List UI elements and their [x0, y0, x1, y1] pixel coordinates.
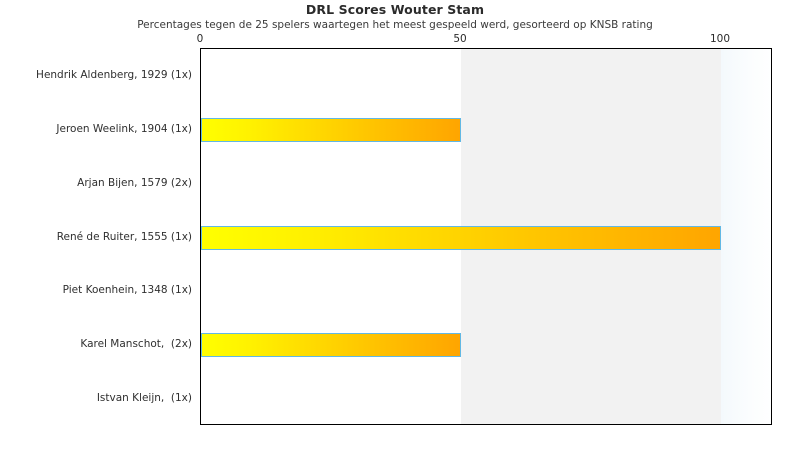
bar-row[interactable]: [201, 279, 771, 303]
background-band-above-100: [721, 49, 771, 424]
bar-row[interactable]: [201, 225, 771, 250]
bar-row[interactable]: [201, 64, 771, 88]
x-tick-label-0: 0: [196, 33, 204, 45]
x-tick-label-100: 100: [709, 33, 731, 45]
bar[interactable]: [201, 117, 461, 142]
y-axis-label: Karel Manschot, (2x): [80, 338, 192, 351]
y-axis-label: Jeroen Weelink, 1904 (1x): [56, 122, 192, 135]
bar-row[interactable]: [201, 117, 771, 142]
chart-title: DRL Scores Wouter Stam: [305, 2, 485, 17]
y-axis-label: Arjan Bijen, 1579 (2x): [77, 176, 192, 189]
plot-area: [200, 48, 772, 425]
y-axis-label: Hendrik Aldenberg, 1929 (1x): [36, 68, 192, 81]
y-axis-label: Istvan Kleijn, (1x): [96, 392, 192, 405]
y-axis-label: Piet Koenhein, 1348 (1x): [62, 284, 192, 297]
chart-subtitle: Percentages tegen de 25 spelers waartege…: [137, 19, 653, 31]
x-tick-label-50: 50: [453, 33, 467, 45]
y-axis-category-labels: Hendrik Aldenberg, 1929 (1x) Jeroen Weeli…: [0, 48, 192, 425]
x-axis-tick-labels: 0 50 100: [0, 33, 790, 47]
bar[interactable]: [201, 225, 721, 250]
bar-row[interactable]: [201, 172, 771, 196]
bars-layer: [201, 49, 771, 424]
bar-row[interactable]: [201, 333, 771, 358]
bar[interactable]: [201, 333, 461, 358]
bar-row[interactable]: [201, 387, 771, 411]
y-axis-label: René de Ruiter, 1555 (1x): [56, 230, 192, 243]
